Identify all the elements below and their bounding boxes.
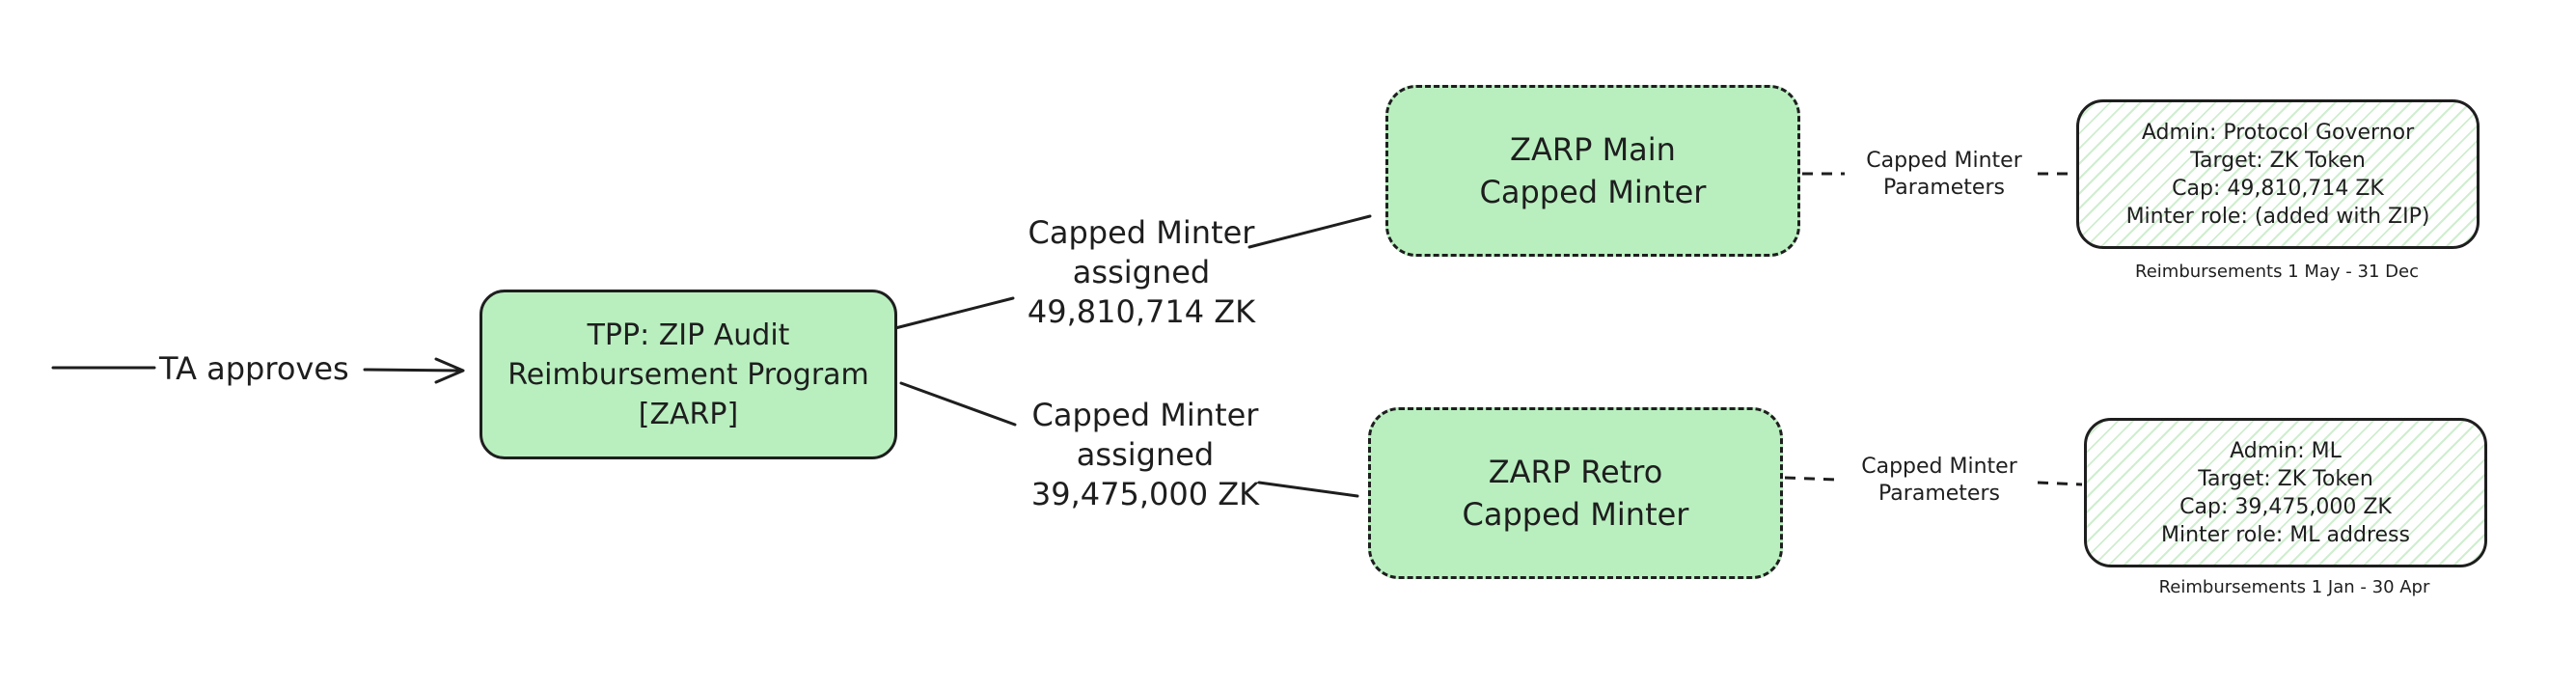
retro-param-link-b: [2037, 481, 2083, 486]
main-param-link-line-1: Capped Minter: [1866, 149, 2022, 173]
retro-param-link-line-1: Capped Minter: [1861, 455, 2017, 479]
main-assignment-line-2: assigned: [1072, 254, 1211, 290]
trigger-label: TA approves: [159, 350, 349, 387]
main-assignment-line-1: Capped Minter: [1028, 214, 1255, 251]
trigger-arrow-line-right: [363, 368, 463, 373]
main-assignment-line-3: 49,810,714 ZK: [1027, 293, 1256, 330]
main-param-link-line-2: Parameters: [1883, 176, 2005, 200]
program-to-main-line-a: [893, 296, 1015, 330]
main-params-box[interactable]: Admin: Protocol Governor Target: ZK Toke…: [2076, 99, 2480, 249]
main-param-target: Target: ZK Token: [2190, 148, 2366, 173]
main-minter-node[interactable]: ZARP Main Capped Minter: [1385, 85, 1800, 257]
retro-params-box[interactable]: Admin: ML Target: ZK Token Cap: 39,475,0…: [2084, 418, 2487, 567]
main-param-link-label: Capped Minter Parameters: [1848, 148, 2041, 202]
retro-param-target: Target: ZK Token: [2198, 466, 2373, 491]
program-line-2: Reimbursement Program: [507, 357, 869, 392]
retro-param-admin: Admin: ML: [2230, 438, 2342, 463]
program-node[interactable]: TPP: ZIP Audit Reimbursement Program [ZA…: [480, 290, 897, 459]
retro-period-label: Reimbursements 1 Jan - 30 Apr: [2158, 577, 2430, 597]
retro-minter-line-2: Capped Minter: [1462, 496, 1689, 533]
main-minter-line-1: ZARP Main: [1510, 131, 1676, 168]
retro-assignment-line-2: assigned: [1076, 436, 1215, 473]
retro-param-link-line-2: Parameters: [1878, 482, 2000, 506]
retro-assignment-line-3: 39,475,000 ZK: [1030, 476, 1260, 512]
main-minter-line-2: Capped Minter: [1479, 174, 1707, 210]
program-to-main-line-b: [1247, 214, 1372, 249]
main-assignment-label: Capped Minter assigned 49,810,714 ZK: [1006, 213, 1276, 332]
trigger-arrow-head: [434, 357, 465, 384]
program-to-retro-line-b: [1257, 481, 1359, 498]
retro-param-cap: Cap: 39,475,000 ZK: [2179, 494, 2392, 519]
retro-param-link-label: Capped Minter Parameters: [1843, 454, 2036, 508]
main-period-label: Reimbursements 1 May - 31 Dec: [2135, 262, 2419, 282]
program-line-1: TPP: ZIP Audit: [587, 318, 790, 352]
retro-param-link-a: [1784, 476, 1839, 482]
retro-assignment-line-1: Capped Minter: [1031, 397, 1259, 433]
main-param-minter-role: Minter role: (added with ZIP): [2125, 204, 2430, 229]
program-line-3: [ZARP]: [638, 397, 739, 431]
main-param-admin: Admin: Protocol Governor: [2141, 120, 2415, 145]
retro-param-minter-role: Minter role: ML address: [2161, 522, 2410, 547]
main-param-cap: Cap: 49,810,714 ZK: [2172, 176, 2384, 201]
retro-assignment-label: Capped Minter assigned 39,475,000 ZK: [1010, 396, 1280, 514]
retro-minter-node[interactable]: ZARP Retro Capped Minter: [1368, 407, 1783, 579]
program-to-retro-line-a: [899, 381, 1017, 427]
retro-minter-line-1: ZARP Retro: [1488, 454, 1663, 490]
